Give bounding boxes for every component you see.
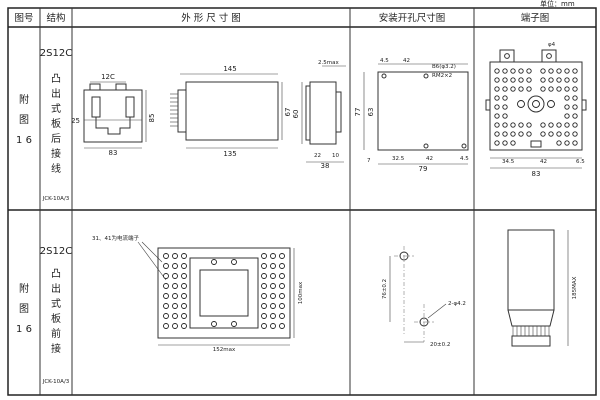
svg-text:附: 附 [19,282,29,295]
svg-text:2S12C: 2S12C [40,246,72,257]
svg-text:B6(φ3.2): B6(φ3.2) [432,64,456,70]
svg-text:145: 145 [223,65,236,73]
svg-text:板: 板 [51,117,61,130]
row1-front-view: 12C 25 85 83 [71,73,156,157]
svg-text:2.5max: 2.5max [318,60,339,66]
header-fig: 图号 [14,13,33,24]
svg-text:38: 38 [321,162,330,170]
header-outline: 外 形 尺 寸 图 [181,12,241,24]
row1-side-view: 145 135 67 [170,65,292,158]
svg-text:附: 附 [19,93,29,106]
svg-text:图: 图 [19,303,29,315]
svg-text:2S12C: 2S12C [40,48,72,59]
svg-text:67: 67 [284,108,292,117]
svg-text:图: 图 [19,114,29,126]
row1-struct-label: 2S12C 凸 出 式 板 后 接 线 JCK-10A/3 [40,48,72,202]
row1-fig-label: 附 图 1 6 [16,93,32,146]
row2-front-view: 31、41为电流端子 100max [92,234,304,353]
svg-text:34.5: 34.5 [502,159,515,165]
svg-text:4.5: 4.5 [380,58,389,64]
svg-text:凸: 凸 [51,268,61,280]
row2-struct-label: 2S12C 凸 出 式 板 前 接 JCK-10A/3 [40,246,72,385]
svg-text:152max: 152max [213,347,236,353]
svg-text:7: 7 [367,158,371,164]
svg-text:79: 79 [419,165,428,173]
svg-text:42: 42 [540,159,547,165]
svg-text:185MAX: 185MAX [572,276,578,299]
svg-text:135: 135 [223,150,236,158]
svg-text:出: 出 [51,87,61,100]
svg-text:6.5: 6.5 [576,159,585,165]
svg-text:式: 式 [51,297,61,310]
svg-text:77: 77 [354,108,362,117]
svg-text:10: 10 [332,153,339,159]
svg-text:2-φ4.2: 2-φ4.2 [448,301,466,307]
row2-terminal-view: 185MAX [507,229,578,347]
header-terminal: 端子图 [521,12,550,24]
svg-text:前: 前 [51,327,61,340]
row2-fig-label: 附 图 1 6 [16,282,32,335]
svg-text:85: 85 [148,114,156,123]
svg-text:4.5: 4.5 [460,156,469,162]
svg-text:100max: 100max [298,281,304,304]
svg-text:83: 83 [532,170,541,178]
header-mount: 安装开孔尺寸图 [379,12,446,24]
svg-text:板: 板 [51,312,61,325]
unit-note: 单位：mm [540,0,575,8]
svg-text:32.5: 32.5 [392,156,405,162]
svg-text:60: 60 [292,110,300,119]
svg-text:出: 出 [51,282,61,295]
svg-text:63: 63 [367,108,375,117]
svg-text:1 6: 1 6 [16,135,32,146]
svg-text:凸: 凸 [51,73,61,85]
svg-text:式: 式 [51,102,61,115]
svg-text:φ4: φ4 [548,42,556,48]
svg-text:25: 25 [71,117,80,125]
svg-text:42: 42 [426,156,433,162]
svg-text:RM2×2: RM2×2 [432,73,452,79]
row1-end-view: 2.5max 60 22 10 38 [292,60,346,170]
svg-text:20±0.2: 20±0.2 [430,342,450,348]
table-grid [7,7,597,396]
row2-mount-view: 76±0.2 2-φ4.2 20±0.2 [382,246,466,348]
svg-text:76±0.2: 76±0.2 [382,279,388,299]
svg-text:接: 接 [51,147,61,160]
svg-text:线: 线 [51,162,61,175]
header-struct: 结构 [46,12,65,24]
svg-text:JCK-10A/3: JCK-10A/3 [42,196,70,202]
svg-text:22: 22 [314,153,321,159]
row1-terminal-view: φ4 34.5 42 6.5 83 [485,42,587,178]
svg-text:83: 83 [109,149,118,157]
svg-text:12C: 12C [101,73,115,81]
svg-text:1 6: 1 6 [16,324,32,335]
svg-text:JCK-10A/3: JCK-10A/3 [42,379,70,385]
svg-text:接: 接 [51,342,61,355]
svg-text:后: 后 [51,133,61,145]
svg-text:42: 42 [403,58,410,64]
row1-mount-view: 4.5 42 B6(φ3.2) RM2×2 77 63 7 32.5 42 4.… [354,58,469,173]
svg-text:31、41为电流端子: 31、41为电流端子 [92,234,139,242]
